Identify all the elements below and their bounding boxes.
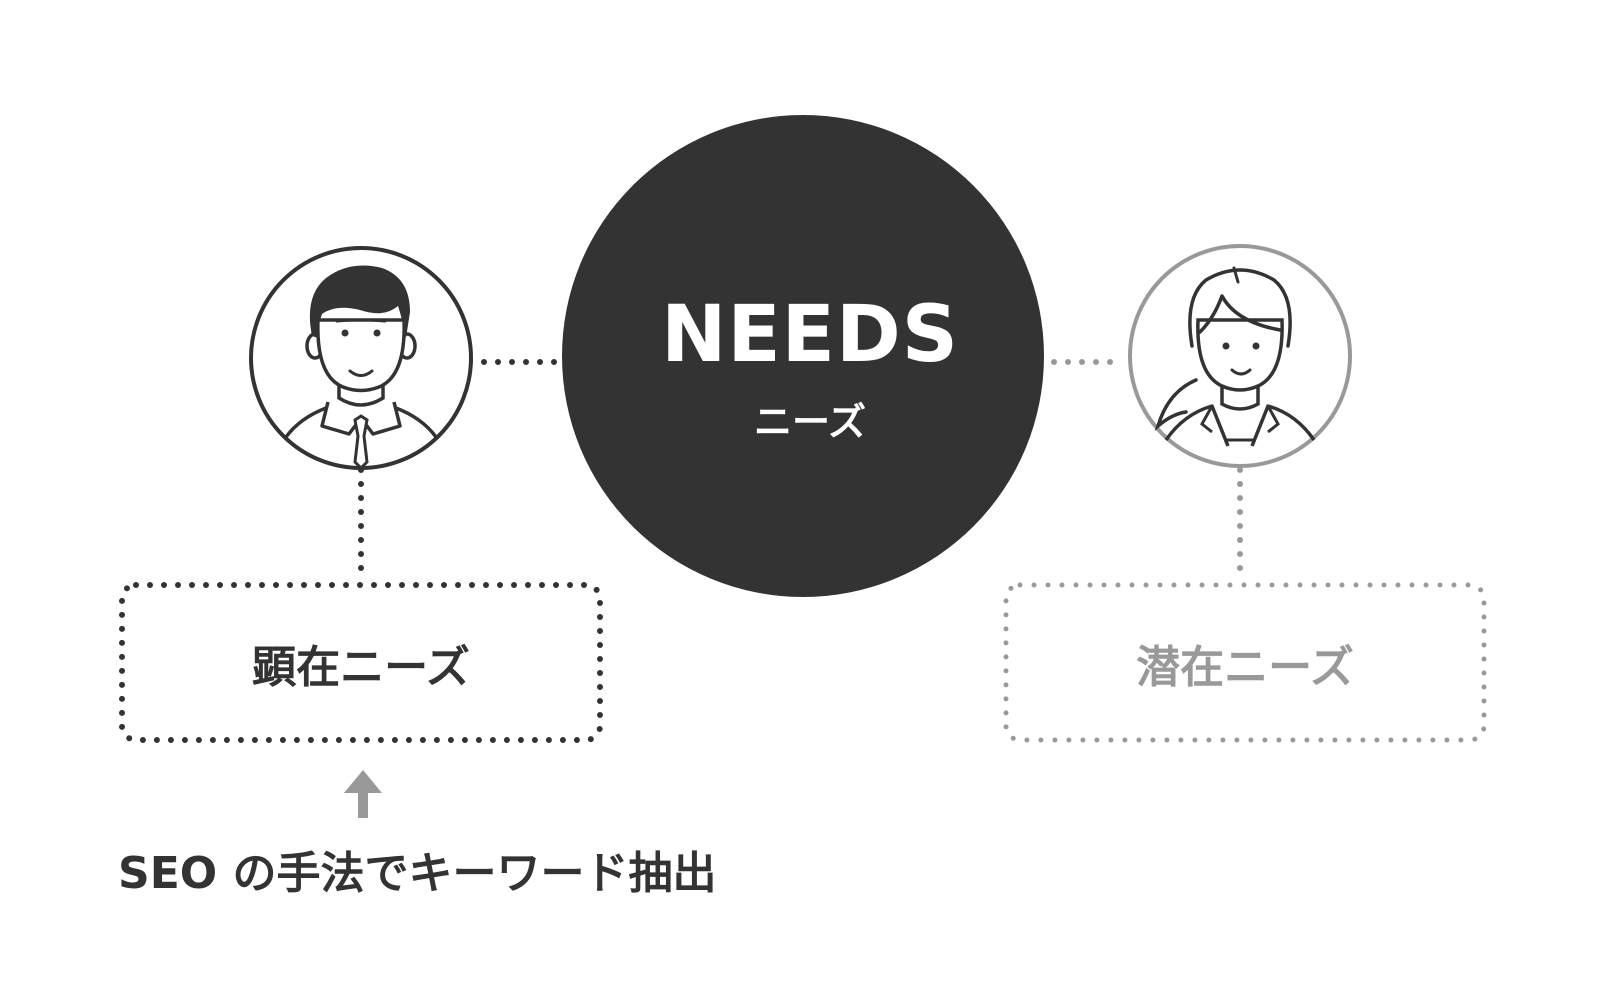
needs-circle (562, 115, 1044, 597)
seo-method-label: SEO の手法でキーワード抽出 (118, 848, 717, 899)
up-arrow-icon (344, 770, 382, 818)
latent-needs-label: 潜在ニーズ (1136, 642, 1354, 693)
needs-title: NEEDS (661, 290, 959, 380)
latent-needs-box (1003, 582, 1487, 743)
man-avatar-icon (249, 246, 473, 471)
woman-avatar-icon (1128, 244, 1352, 468)
explicit-needs-label: 顕在ニーズ (252, 642, 470, 693)
explicit-needs-box (119, 582, 603, 743)
needs-subtitle: ニーズ (753, 400, 867, 444)
